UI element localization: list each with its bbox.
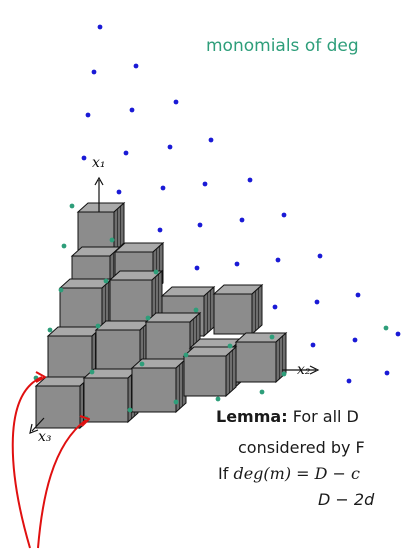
axis-x3: x₃ (29, 417, 52, 445)
blue-monomial-dot (247, 177, 253, 183)
teal-monomial-dot (103, 278, 109, 284)
cube (108, 269, 164, 326)
teal-monomial-dot (269, 334, 275, 340)
blue-monomial-dot (310, 342, 316, 348)
blue-monomial-dot (239, 217, 245, 223)
red-arrows (11, 371, 90, 549)
blue-monomial-dot (197, 222, 203, 228)
teal-monomial-dot (95, 323, 101, 329)
teal-monomial-dot (109, 237, 115, 243)
blue-monomial-dot (116, 189, 122, 195)
blue-monomial-dot (91, 69, 97, 75)
lemma-line-3: If deg(m) = D − c (218, 464, 360, 483)
axis-x2-label: x₂ (297, 362, 311, 378)
teal-monomial-dot (47, 327, 53, 333)
axis-x1: x₁ (92, 155, 106, 212)
blue-monomial-dot (384, 370, 390, 376)
blue-monomial-dot (395, 331, 401, 337)
blue-monomial-dot (85, 112, 91, 118)
axis-x3-label: x₃ (38, 429, 52, 445)
blue-monomial-dot (314, 299, 320, 305)
lemma-line-1: Lemma: For all D (216, 407, 359, 426)
cube (34, 375, 92, 430)
teal-monomial-dot (227, 343, 233, 349)
teal-monomial-dot (193, 307, 199, 313)
teal-monomial-dot (61, 243, 67, 249)
blue-monomial-dot (355, 292, 361, 298)
cube (212, 283, 264, 336)
blue-monomial-dot (81, 155, 87, 161)
cube (182, 345, 238, 398)
axis-x1-label: x₁ (92, 155, 106, 171)
teal-monomial-dot (69, 203, 75, 209)
teal-monomial-dot (153, 269, 159, 275)
cube (234, 331, 288, 384)
blue-monomial-dot (167, 144, 173, 150)
blue-monomial-dot (346, 378, 352, 384)
lemma-text-1: For all D (292, 407, 359, 426)
blue-monomial-dot (208, 137, 214, 143)
staircase-cubes (34, 201, 288, 430)
cube (82, 367, 140, 424)
teal-monomial-dot (183, 352, 189, 358)
heading-monomials: monomials of deg (206, 36, 359, 56)
blue-monomial-dot (123, 150, 129, 156)
teal-monomial-dot (215, 396, 221, 402)
lemma-line-4: D − 2d (318, 490, 375, 509)
red-arrow-upper (11, 376, 43, 549)
cube (130, 357, 188, 414)
blue-monomial-dot (133, 63, 139, 69)
teal-monomial-dot (58, 287, 64, 293)
cube (76, 201, 126, 254)
lemma-degree-math: deg(m) = D − c (233, 464, 361, 483)
blue-monomial-dot (160, 185, 166, 191)
blue-monomial-dot (173, 99, 179, 105)
red-arrow-lower (37, 419, 87, 549)
teal-monomial-dot (139, 361, 145, 367)
blue-monomial-dot (352, 337, 358, 343)
teal-monomial-dot (127, 407, 133, 413)
lemma-label: Lemma: (216, 407, 288, 426)
blue-monomial-dot (281, 212, 287, 218)
blue-monomial-dot (317, 253, 323, 259)
blue-monomial-dot (202, 181, 208, 187)
teal-monomial-dot (281, 371, 287, 377)
blue-monomial-dot (272, 304, 278, 310)
teal-monomial-dot (259, 389, 265, 395)
blue-monomial-dot (129, 107, 135, 113)
teal-monomial-dots (33, 203, 389, 421)
teal-monomial-dot (89, 369, 95, 375)
teal-monomial-dot (173, 399, 179, 405)
blue-monomial-dot (97, 24, 103, 30)
axis-x2: x₂ (282, 362, 320, 378)
blue-monomial-dot (194, 265, 200, 271)
blue-monomial-dot (234, 261, 240, 267)
teal-monomial-dot (383, 325, 389, 331)
blue-monomial-dot (157, 227, 163, 233)
teal-monomial-dot (145, 315, 151, 321)
lemma-if: If (218, 464, 229, 483)
lemma-line-2: considered by F (238, 438, 365, 457)
blue-monomial-dot (275, 257, 281, 263)
